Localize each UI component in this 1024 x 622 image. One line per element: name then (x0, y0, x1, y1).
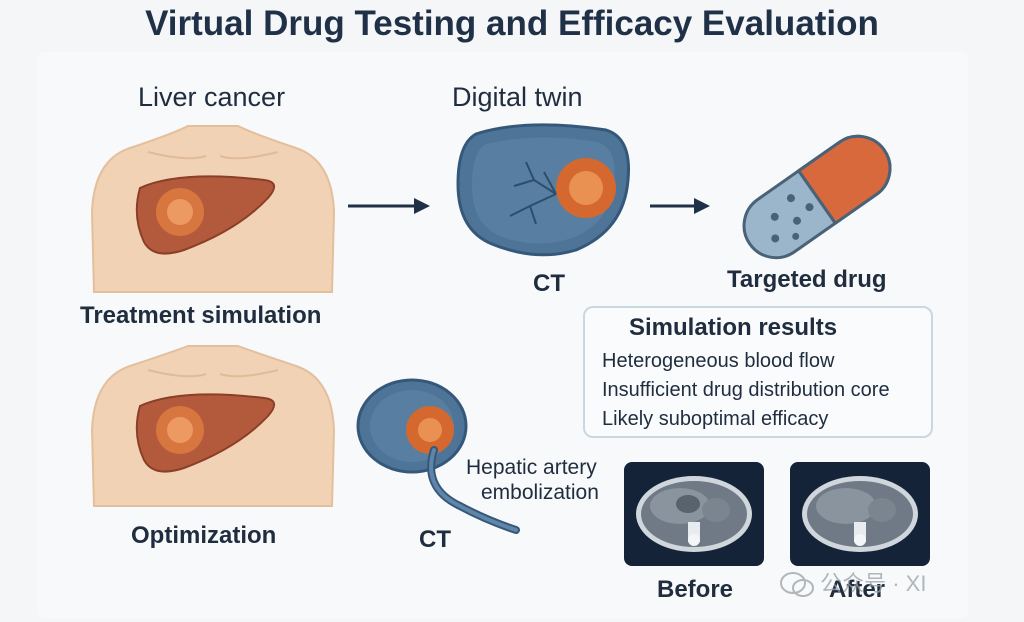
embolization-label: embolization (481, 481, 599, 504)
targeted-drug-label: Targeted drug (727, 266, 887, 293)
arrow-right-icon (650, 198, 710, 214)
wechat-icon (780, 572, 814, 598)
after-label: After (829, 576, 886, 603)
result-item: Likely suboptimal efficacy (602, 408, 829, 430)
arrow-right-icon (348, 198, 430, 214)
treatment-simulation-label: Treatment simulation (80, 302, 322, 329)
result-item: Heterogeneous blood flow (602, 350, 835, 372)
digital-twin-icon (456, 123, 631, 257)
watermark-text: 公众号 · XI (820, 571, 927, 596)
tumor-icon (156, 406, 204, 454)
torso-icon (90, 345, 336, 507)
digital-twin-label: Digital twin (452, 82, 583, 112)
watermark: 公众号 · XI (780, 566, 926, 598)
ct-scan-icon (636, 476, 752, 552)
ct-label-bottom: CT (419, 526, 451, 553)
ct-label-top: CT (533, 270, 565, 297)
torso-icon (90, 125, 336, 293)
capsule-icon (742, 134, 892, 260)
simulation-results-box: Simulation results Heterogeneous blood f… (583, 306, 933, 438)
liver-cancer-label: Liver cancer (138, 82, 286, 112)
optimization-label: Optimization (131, 522, 277, 549)
hepatic-artery-label: Hepatic artery (466, 456, 597, 479)
ct-scan-icon (802, 476, 918, 552)
page-title: Virtual Drug Testing and Efficacy Evalua… (145, 4, 879, 43)
before-label: Before (657, 576, 734, 603)
tumor-icon (156, 188, 204, 236)
catheter-icon (356, 378, 520, 534)
result-item: Insufficient drug distribution core (602, 379, 890, 401)
ct-scan-before (624, 462, 764, 566)
simulation-results-title: Simulation results (629, 314, 838, 341)
ct-scan-after (790, 462, 930, 566)
